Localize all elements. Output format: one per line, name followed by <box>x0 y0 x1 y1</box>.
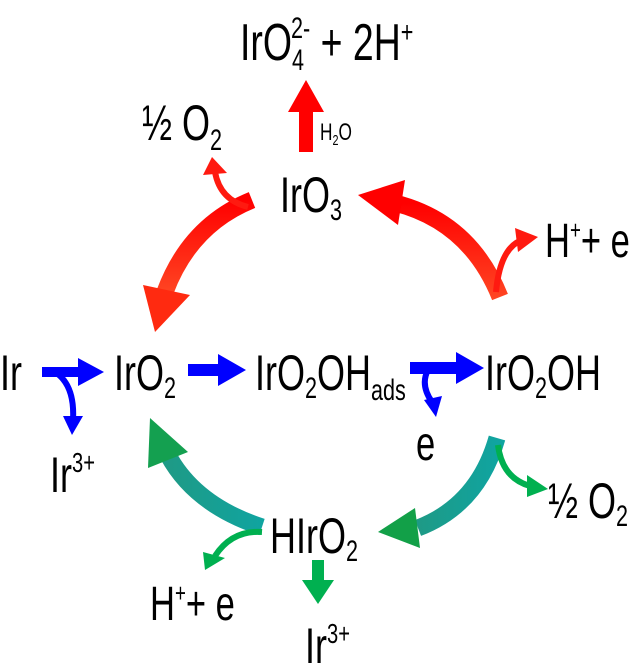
label-ir: Ir <box>0 346 22 401</box>
arc-hiro2-to-iro2 <box>148 418 265 536</box>
svg-text:IrO2OH: IrO2OH <box>485 346 601 404</box>
label-iro2: IrO2 <box>114 346 176 404</box>
arrow-hiro2-to-ir3 <box>302 560 334 604</box>
svg-text:IrO2OHads: IrO2OHads <box>255 346 406 406</box>
arrow-release-h-e-right <box>493 228 538 293</box>
svg-text:e: e <box>416 416 435 470</box>
svg-text:½ O2: ½ O2 <box>548 474 628 532</box>
arrowhead-icon <box>378 508 420 548</box>
arc-iro2oh-to-iro3 <box>358 180 508 301</box>
arrow-ir-to-iro2 <box>42 358 104 435</box>
label-ir3-left: Ir3+ <box>50 448 95 504</box>
label-half-o2-right: ½ O2 <box>548 474 628 532</box>
label-e: e <box>416 416 435 470</box>
arrowhead-icon <box>148 418 188 468</box>
label-ir3-bottom: Ir3+ <box>305 619 350 669</box>
svg-text:IrO2: IrO2 <box>114 346 176 404</box>
label-h-e-bottom: H++ e <box>150 576 235 630</box>
svg-text:IrO42- + 2H+: IrO42- + 2H+ <box>240 10 413 76</box>
svg-text:Ir3+: Ir3+ <box>305 619 350 669</box>
svg-text:Ir3+: Ir3+ <box>50 448 95 504</box>
svg-text:H2O: H2O <box>320 119 352 148</box>
label-iro2ohads: IrO2OHads <box>255 346 406 406</box>
label-h2o: H2O <box>320 119 352 148</box>
arrowhead-icon <box>143 285 190 332</box>
arrow-iro2-to-iro2ohads <box>188 354 246 386</box>
svg-text:H++ e: H++ e <box>545 213 630 267</box>
arrow-iro3-release-o2 <box>203 157 249 210</box>
svg-text:Ir: Ir <box>0 346 22 401</box>
arrow-iro3-to-iro4 <box>288 80 324 152</box>
label-iro2oh: IrO2OH <box>485 346 601 404</box>
arrow-release-h-e-bottom <box>203 528 263 570</box>
svg-text:½ O2: ½ O2 <box>142 96 222 156</box>
label-hiro2: HIrO2 <box>270 509 358 567</box>
arc-iro2oh-to-hiro2 <box>378 435 506 548</box>
arc-iro3-to-iro2 <box>143 192 256 332</box>
svg-text:IrO3: IrO3 <box>280 168 342 226</box>
label-iro3: IrO3 <box>280 168 342 226</box>
label-half-o2-top: ½ O2 <box>142 96 222 156</box>
arrowhead-icon <box>358 180 405 225</box>
label-h-e-right: H++ e <box>545 213 630 267</box>
svg-text:HIrO2: HIrO2 <box>270 509 358 567</box>
label-iro4-2h: IrO42- + 2H+ <box>240 10 413 76</box>
arrow-release-o2-right <box>495 444 548 497</box>
svg-text:H++ e: H++ e <box>150 576 235 630</box>
arrow-iro2ohads-to-iro2oh <box>410 352 484 417</box>
